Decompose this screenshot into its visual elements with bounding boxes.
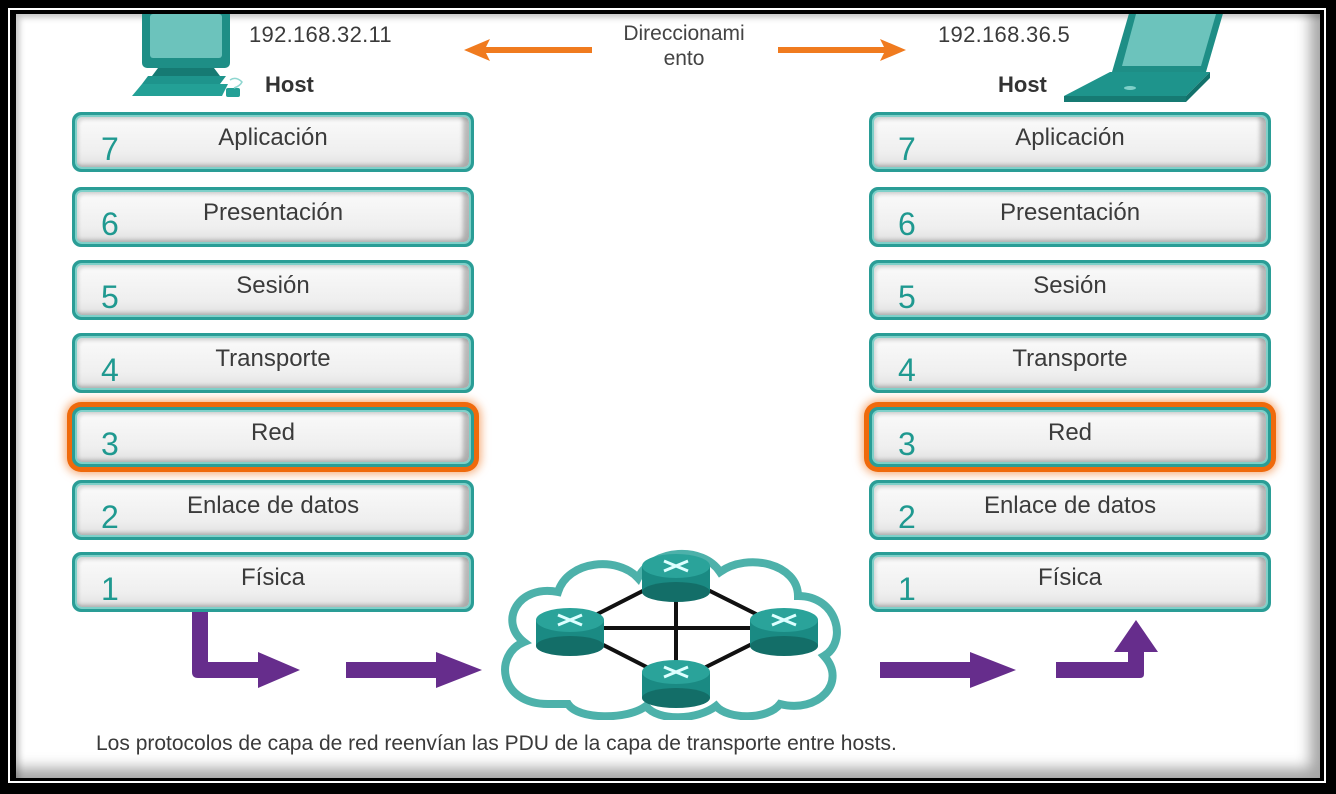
desktop-computer-icon — [132, 14, 243, 97]
flow-arrow-right-1 — [346, 652, 482, 688]
network-cloud-icon — [501, 549, 841, 720]
layer-name: Aplicación — [218, 124, 328, 151]
layer-name: Física — [240, 564, 305, 591]
router-icon-left — [536, 608, 604, 656]
left-layer-3-highlighted[interactable]: 3 Red — [72, 407, 474, 467]
layer-name: Presentación — [202, 199, 344, 226]
layer-name: Enlace de datos — [186, 492, 360, 519]
left-layer-2[interactable]: 2 Enlace de datos — [72, 480, 474, 540]
layer-name: Sesión — [1033, 272, 1107, 299]
outer-frame — [8, 8, 1326, 783]
layer-name: Presentación — [999, 199, 1141, 226]
router-icon-right — [750, 608, 818, 656]
right-layer-1[interactable]: 1 Física — [869, 552, 1271, 612]
laptop-icon — [1064, 14, 1223, 102]
flow-arrow-right-2 — [880, 652, 1016, 688]
right-layer-5[interactable]: 5 Sesión — [869, 260, 1271, 320]
flow-arrow-right-up — [1056, 620, 1158, 678]
left-host-ip: 192.168.32.11 — [249, 22, 392, 47]
layer-number: 4 — [898, 352, 916, 388]
left-layer-6[interactable]: 6 Presentación — [72, 187, 474, 247]
layer-number: 2 — [101, 499, 119, 535]
right-layer-6[interactable]: 6 Presentación — [869, 187, 1271, 247]
right-host-label: Host — [998, 72, 1047, 97]
layer-name: Sesión — [236, 272, 310, 299]
layer-number: 6 — [101, 206, 119, 242]
right-layer-3-highlighted[interactable]: 3 Red — [869, 407, 1271, 467]
layer-number: 1 — [101, 571, 119, 607]
layer-number: 1 — [898, 571, 916, 607]
right-layer-7[interactable]: 7 Aplicación — [869, 112, 1271, 172]
router-icon-top — [642, 554, 710, 602]
addressing-label-line2: ento — [663, 47, 705, 70]
layer-number: 5 — [898, 279, 916, 315]
flow-arrow-down-right — [192, 612, 300, 688]
layer-number: 6 — [898, 206, 916, 242]
right-layer-4[interactable]: 4 Transporte — [869, 333, 1271, 393]
layer-number: 7 — [898, 131, 916, 167]
addressing-arrow-left — [464, 39, 592, 61]
layer-name: Física — [1037, 564, 1102, 591]
layer-name: Red — [250, 419, 296, 446]
right-host-ip: 192.168.36.5 — [938, 22, 1071, 47]
layer-name: Enlace de datos — [983, 492, 1157, 519]
addressing-label: Direccionami ento — [584, 21, 784, 71]
layer-name: Red — [1047, 419, 1093, 446]
layer-number: 3 — [898, 426, 916, 462]
right-layer-2[interactable]: 2 Enlace de datos — [869, 480, 1271, 540]
addressing-arrow-right — [778, 39, 906, 61]
layer-number: 4 — [101, 352, 119, 388]
layer-number: 5 — [101, 279, 119, 315]
diagram-canvas: 192.168.32.11 Host Direccionami ento 192… — [14, 12, 1322, 780]
diagram-caption: Los protocolos de capa de red reenvían l… — [96, 732, 897, 755]
layer-name: Transporte — [215, 345, 331, 372]
left-layer-7[interactable]: 7 Aplicación — [72, 112, 474, 172]
layer-number: 3 — [101, 426, 119, 462]
left-host-label: Host — [265, 72, 314, 97]
layer-name: Aplicación — [1015, 124, 1125, 151]
left-layer-5[interactable]: 5 Sesión — [72, 260, 474, 320]
left-layer-1[interactable]: 1 Física — [72, 552, 474, 612]
layer-number: 7 — [101, 131, 119, 167]
left-layer-4[interactable]: 4 Transporte — [72, 333, 474, 393]
layer-name: Transporte — [1012, 345, 1128, 372]
addressing-label-line1: Direccionami — [623, 22, 745, 45]
router-icon-bottom — [642, 660, 710, 708]
layer-number: 2 — [898, 499, 916, 535]
